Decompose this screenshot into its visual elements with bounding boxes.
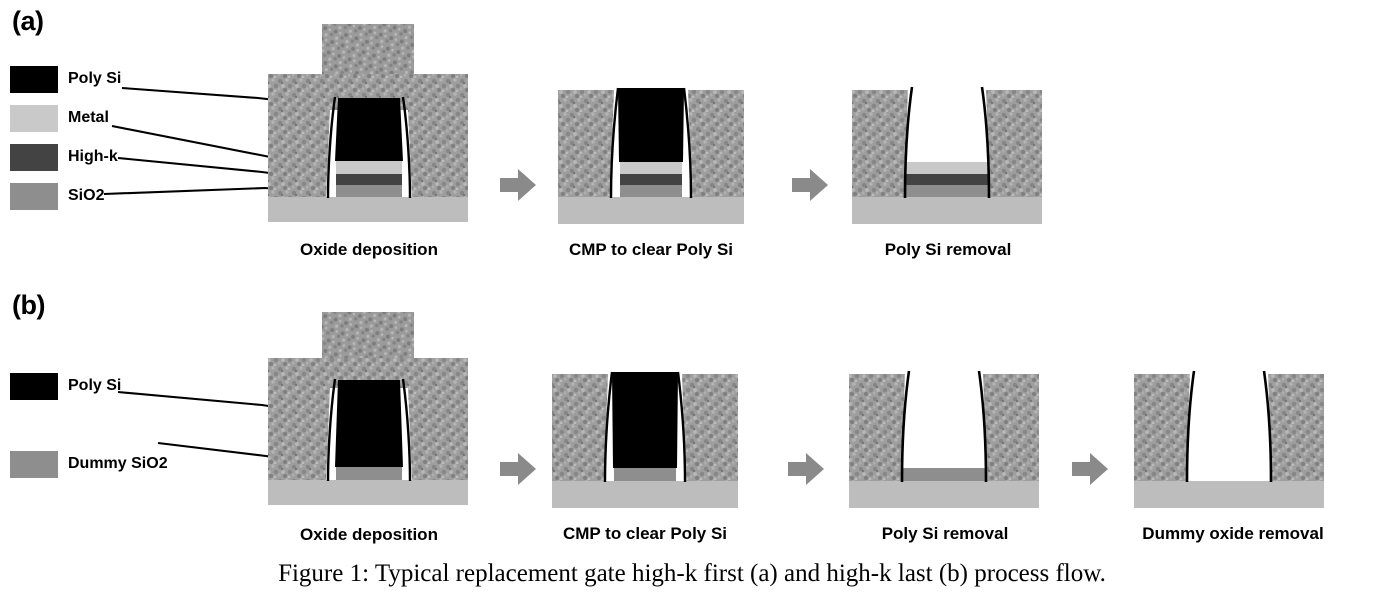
panel-b-letter: (b) xyxy=(12,290,45,320)
substrate-layer xyxy=(849,481,1039,508)
sidewall-outline-left xyxy=(326,378,337,482)
sidewall-outline-right xyxy=(401,96,412,199)
legend-label-dummy-sio2: Dummy SiO2 xyxy=(68,455,168,472)
legend-item-dummy-sio2: Dummy SiO2 xyxy=(10,450,168,478)
sio2-layer xyxy=(906,184,988,197)
cross-section-a3 xyxy=(852,86,1042,224)
legend-label-sio2: SiO2 xyxy=(68,187,105,204)
sidewall-outline-right xyxy=(682,87,693,199)
cross-section-b3 xyxy=(849,370,1039,508)
substrate-layer xyxy=(852,197,1042,224)
poly-si-gate xyxy=(618,88,684,162)
legend-swatch-sio2 xyxy=(10,182,58,210)
substrate-layer xyxy=(268,480,468,505)
legend-item-high-k: High-k xyxy=(10,143,121,171)
arrow-icon-a2 xyxy=(792,169,828,201)
legend-swatch-poly-si xyxy=(10,65,58,93)
panel-b-step-3-poly-si-removal: Poly Si removal xyxy=(845,368,1045,558)
cross-section-b2 xyxy=(552,371,738,508)
high-k-layer xyxy=(336,174,402,185)
sidewall-outline-left xyxy=(900,370,911,483)
step-caption-b3: Poly Si removal xyxy=(881,524,1009,543)
panel-a-letter: (a) xyxy=(12,6,44,36)
open-trench xyxy=(1186,372,1272,481)
legend-swatch-high-k xyxy=(10,143,58,171)
step-caption-b2: CMP to clear Poly Si xyxy=(562,524,728,543)
cross-section-a1 xyxy=(268,24,468,222)
substrate-layer xyxy=(558,197,744,224)
panel-b-step-1-oxide-deposition: Oxide deposition xyxy=(264,310,474,560)
poly-si-gate xyxy=(612,372,678,468)
sidewall-outline-right xyxy=(676,371,687,483)
legend-label-poly-si-b: Poly Si xyxy=(68,377,122,394)
metal-layer xyxy=(906,162,988,174)
high-k-layer xyxy=(620,174,682,185)
arrow-icon-b3 xyxy=(1072,453,1108,485)
sidewall-outline-right xyxy=(401,378,412,482)
figure-caption: Figure 1: Typical replacement gate high-… xyxy=(278,560,1106,587)
metal-layer xyxy=(620,162,682,174)
legend-swatch-poly-si-b xyxy=(10,372,58,400)
step-caption-a3: Poly Si removal xyxy=(884,240,1012,259)
sidewall-outline-right xyxy=(977,370,988,483)
panel-a-step-1-oxide-deposition: Oxide deposition xyxy=(264,22,474,272)
substrate-layer xyxy=(1134,481,1324,508)
sidewall-outline-left xyxy=(603,371,614,483)
step-caption-a2: CMP to clear Poly Si xyxy=(568,240,734,259)
legend-item-sio2: SiO2 xyxy=(10,182,121,210)
step-caption-b4: Dummy oxide removal xyxy=(1142,524,1324,543)
high-k-layer xyxy=(906,174,988,185)
substrate-layer xyxy=(552,481,738,508)
open-trench xyxy=(901,372,987,481)
oxide-hump xyxy=(322,24,414,74)
legend-item-poly-si-b: Poly Si xyxy=(10,372,168,400)
cross-section-a2 xyxy=(558,87,744,224)
cross-section-b1 xyxy=(268,312,468,505)
dummy-sio2-layer xyxy=(903,468,985,481)
dummy-sio2-layer xyxy=(336,467,402,480)
legend-panel-a: Poly Si Metal High-k SiO2 xyxy=(10,65,122,222)
panel-b-step-4-dummy-oxide-removal: Dummy oxide removal xyxy=(1128,368,1338,558)
legend-item-poly-si: Poly Si xyxy=(10,65,122,93)
panel-a-step-2-cmp: CMP to clear Poly Si xyxy=(556,84,746,274)
cross-section-b4 xyxy=(1134,370,1324,508)
arrow-icon-b1 xyxy=(500,453,536,485)
oxide-hump xyxy=(322,312,414,358)
sidewall-outline-left xyxy=(1185,370,1196,483)
sidewall-outline-left xyxy=(903,86,914,199)
step-caption-a1: Oxide deposition xyxy=(300,240,438,259)
dummy-sio2-layer xyxy=(614,468,676,481)
metal-layer xyxy=(336,161,402,174)
legend-swatch-dummy-sio2 xyxy=(10,450,58,478)
legend-label-metal: Metal xyxy=(68,109,109,126)
legend-swatch-metal xyxy=(10,104,58,132)
step-caption-b1: Oxide deposition xyxy=(300,525,438,544)
arrow-icon-a1 xyxy=(500,169,536,201)
sio2-layer xyxy=(336,184,402,197)
substrate-layer xyxy=(268,197,468,222)
panel-a-step-3-poly-si-removal: Poly Si removal xyxy=(848,84,1048,274)
sidewall-outline-right xyxy=(980,86,991,199)
legend-label-high-k: High-k xyxy=(68,148,118,165)
poly-si-gate xyxy=(335,98,403,161)
legend-panel-b: Poly Si Dummy SiO2 xyxy=(10,372,168,529)
poly-si-gate xyxy=(335,380,403,467)
sidewall-outline-left xyxy=(326,96,337,199)
sidewall-outline-right xyxy=(1262,370,1273,483)
legend-label-poly-si: Poly Si xyxy=(68,70,122,87)
legend-item-metal: Metal xyxy=(10,104,121,132)
sio2-layer xyxy=(620,184,682,197)
arrow-icon-b2 xyxy=(788,453,824,485)
panel-b-step-2-cmp: CMP to clear Poly Si xyxy=(550,368,740,558)
sidewall-outline-left xyxy=(609,87,620,199)
